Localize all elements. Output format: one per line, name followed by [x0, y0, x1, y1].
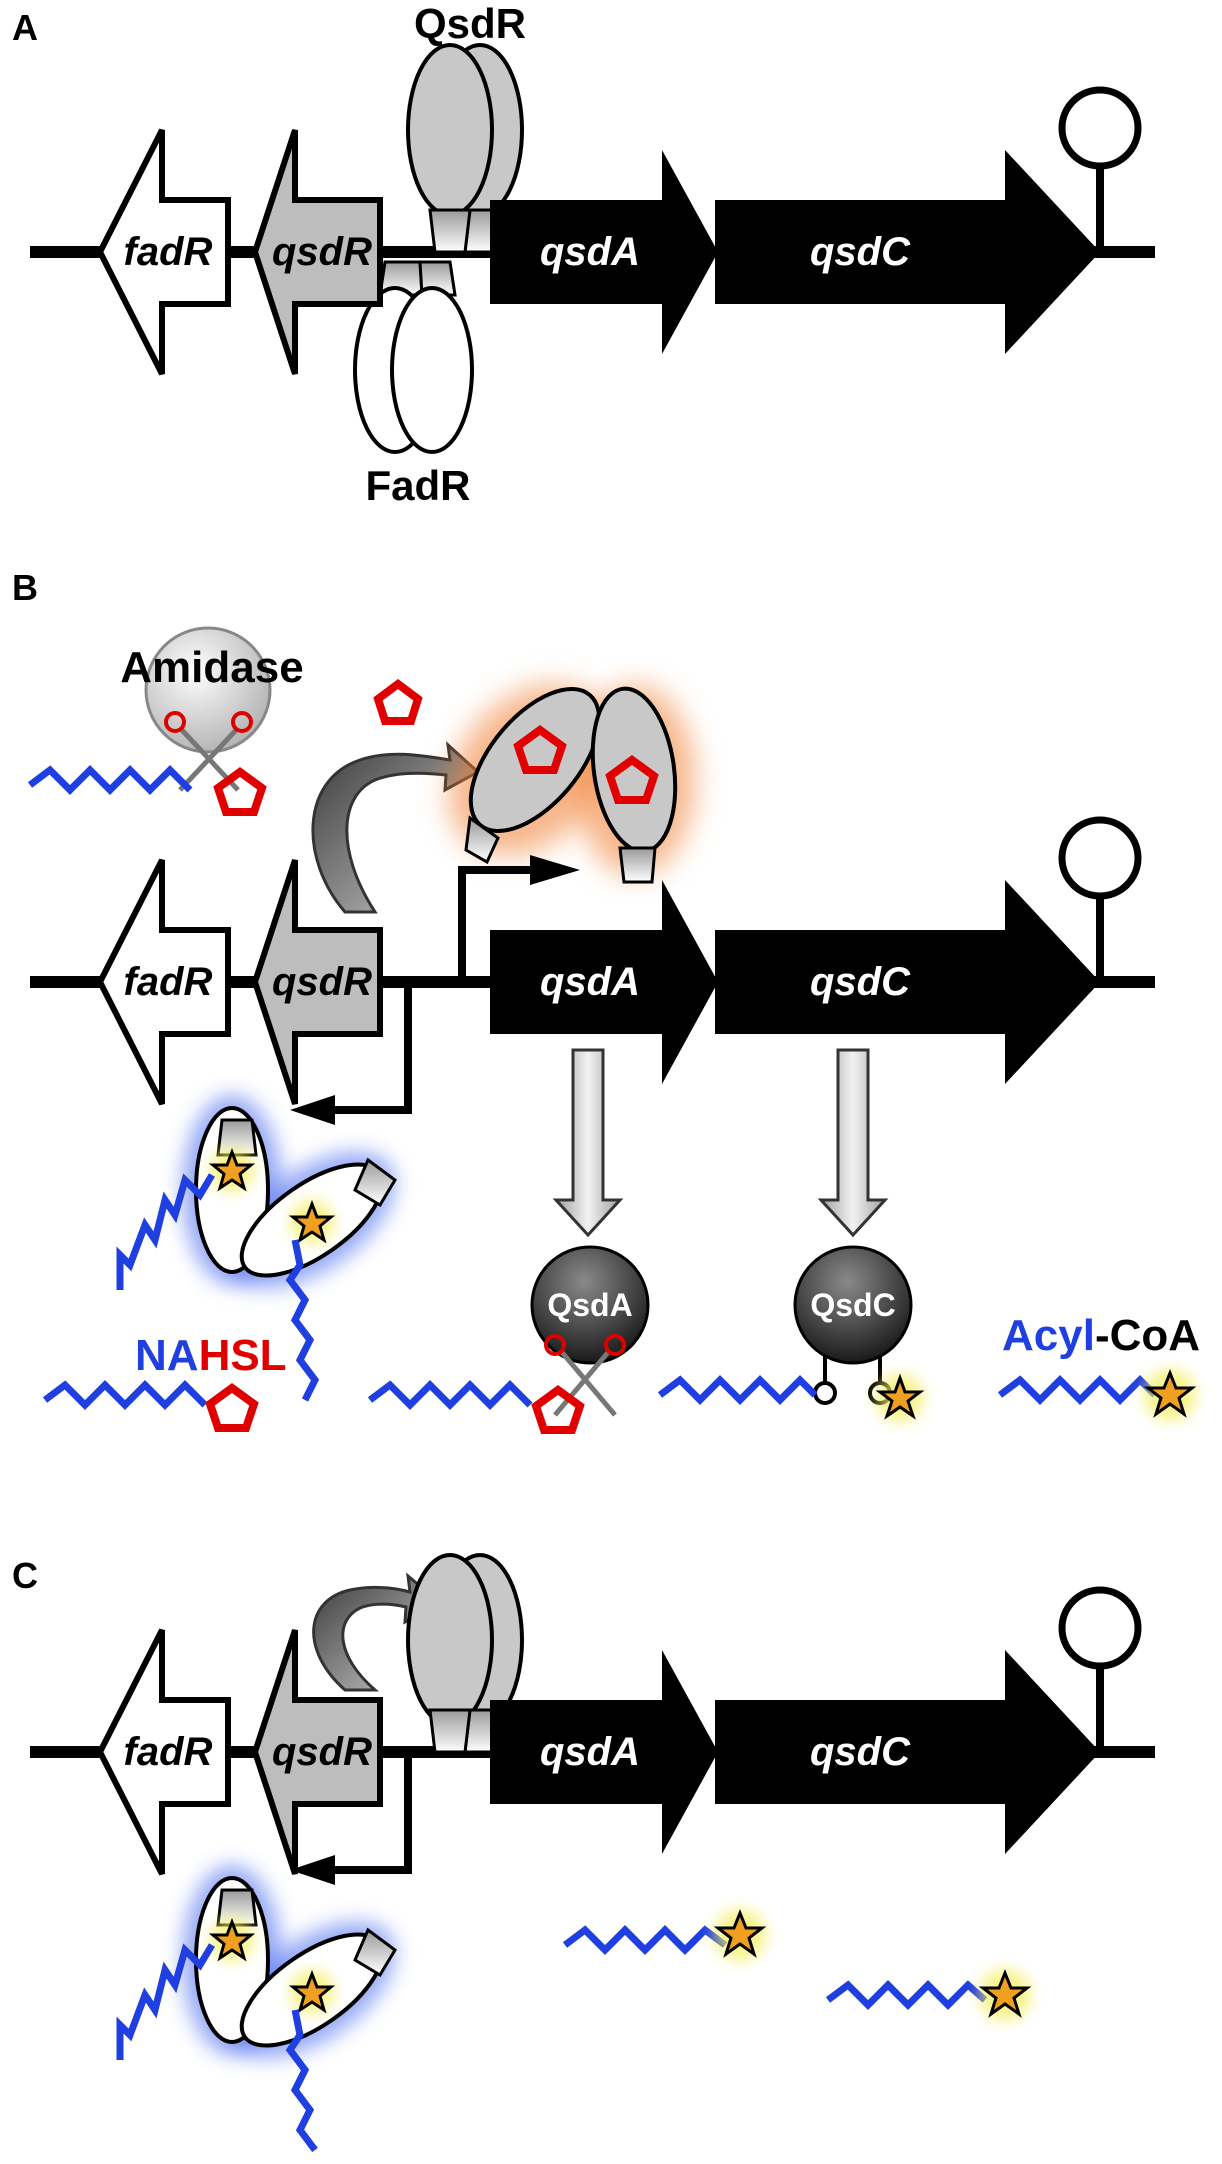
terminator [1058, 86, 1142, 252]
label-acyl-coa: Acyl-CoA [1002, 1311, 1200, 1360]
amidase-enzyme [144, 626, 272, 792]
qsda-enzyme [530, 1245, 650, 1417]
panel-letter-a: A [12, 7, 38, 48]
promoter-arrow-forward [458, 866, 535, 982]
gene-qsdc [715, 150, 1100, 354]
translation-arrow-qsdc [817, 1048, 889, 1238]
gene-fadr [96, 858, 231, 1106]
gene-qsdr [251, 859, 383, 1105]
label-acyl: Acyl [1002, 1311, 1095, 1360]
label-nahsl-suffix: HSL [199, 1331, 287, 1380]
nahsl-chain [42, 1380, 208, 1410]
gene-qsda [490, 1650, 718, 1854]
acyl-chain [657, 1375, 818, 1405]
panel-letter-c: C [12, 1555, 38, 1596]
gene-label-qsdc: qsdC [810, 1730, 911, 1774]
fadr-dimer-bound [353, 260, 474, 454]
gene-qsdr [251, 129, 383, 375]
label-nahsl-prefix: NA [135, 1331, 199, 1380]
acyl-chain [367, 1380, 533, 1410]
coa-star [875, 1373, 925, 1422]
acyl-coa-star [1143, 1368, 1197, 1421]
gene-fadr [96, 128, 231, 376]
gene-label-fadr: fadR [124, 1730, 213, 1774]
label-qsdc-enzyme: QsdC [810, 1287, 895, 1323]
lactone-ring [213, 767, 267, 816]
acyl-chain [27, 765, 193, 795]
gene-qsda [490, 880, 718, 1084]
scissors-icon [544, 1334, 626, 1417]
nahsl-ring [205, 1383, 259, 1432]
gene-label-qsdc: qsdC [810, 230, 911, 274]
curved-arrow [311, 741, 481, 914]
gene-label-fadr: fadR [124, 960, 213, 1004]
gene-label-qsda: qsdA [540, 960, 640, 1004]
lactone-ring [531, 1385, 585, 1434]
acyl-coa-molecule [825, 1968, 1032, 2021]
promoter-arrow-reverse [330, 1752, 412, 1874]
gene-qsdr [251, 1629, 383, 1875]
panel-a: A QsdR FadR fadR qsdR qsdA qsdC [12, 0, 1155, 509]
protein-label-qsdr: QsdR [414, 0, 526, 47]
lactone-ring-free [373, 679, 423, 725]
qsdr-nahsl-dimer [116, 1095, 397, 1402]
acyl-coa-molecule [562, 1908, 767, 1961]
panel-b: B Amidase [12, 567, 1200, 1434]
gene-label-fadr: fadR [124, 230, 213, 274]
terminator [1058, 1586, 1142, 1752]
gene-label-qsdr: qsdR [272, 960, 372, 1004]
protein-label-fadr: FadR [366, 462, 471, 509]
label-qsda-enzyme: QsdA [547, 1287, 632, 1323]
qsdr-acylcoa-dimer [116, 1865, 397, 2153]
gene-label-qsdr: qsdR [272, 1730, 372, 1774]
label-amidase: Amidase [120, 643, 303, 692]
panel-c: C fadR qsdR qsdA qsdC [12, 1553, 1155, 2153]
acyl-coa-chain [997, 1375, 1158, 1405]
terminator [1058, 816, 1142, 982]
gene-qsdc [715, 880, 1100, 1084]
gene-qsda [490, 150, 718, 354]
qsdr-activated-dimer [448, 684, 695, 884]
gene-qsdc [715, 1650, 1100, 1854]
qsdr-dimer-bound [406, 1553, 524, 1754]
panel-letter-b: B [12, 567, 38, 608]
qsdr-dimer-bound [406, 43, 524, 254]
gene-label-qsdc: qsdC [810, 960, 911, 1004]
label-coa: -CoA [1095, 1311, 1200, 1360]
label-nahsl: NAHSL [135, 1331, 287, 1380]
gene-label-qsda: qsdA [540, 1730, 640, 1774]
gene-label-qsdr: qsdR [272, 230, 372, 274]
translation-arrow-qsda [552, 1048, 624, 1238]
promoter-arrow-reverse [330, 982, 412, 1114]
gene-fadr [96, 1628, 231, 1876]
gene-label-qsda: qsdA [540, 230, 640, 274]
